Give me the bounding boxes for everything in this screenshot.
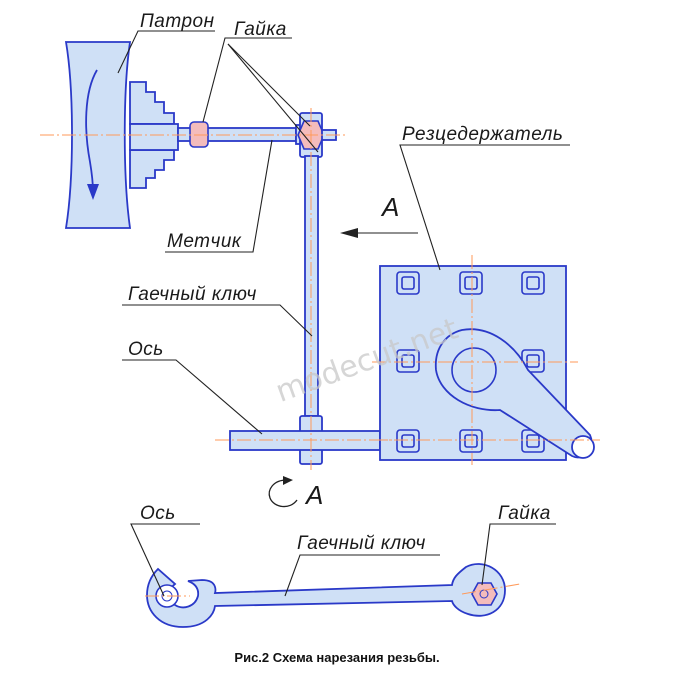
figure-caption: Рис.2 Схема нарезания резьбы. xyxy=(234,650,439,665)
label-gaechny-klyuch-top: Гаечный ключ xyxy=(128,284,257,305)
label-arrow-a: А xyxy=(380,192,399,222)
view-rotation-icon xyxy=(268,479,298,508)
label-metchik: Метчик xyxy=(167,231,242,252)
label-rezcederzhatel: Резцедержатель xyxy=(402,124,563,145)
wrench-flat xyxy=(145,563,521,628)
label-patron: Патрон xyxy=(140,11,215,32)
label-view-a: А xyxy=(304,480,323,510)
clamp-lever xyxy=(434,328,593,459)
label-gaika-bottom: Гайка xyxy=(498,503,551,524)
tool-holder xyxy=(379,265,595,461)
tool-holder-bolts xyxy=(396,271,545,453)
rotation-arrow-icon xyxy=(85,69,98,193)
label-gaechny-klyuch-bottom: Гаечный ключ xyxy=(297,533,426,554)
label-os-bottom: Ось xyxy=(140,503,176,524)
label-os-top: Ось xyxy=(128,339,164,360)
label-gaika-top: Гайка xyxy=(234,19,287,40)
